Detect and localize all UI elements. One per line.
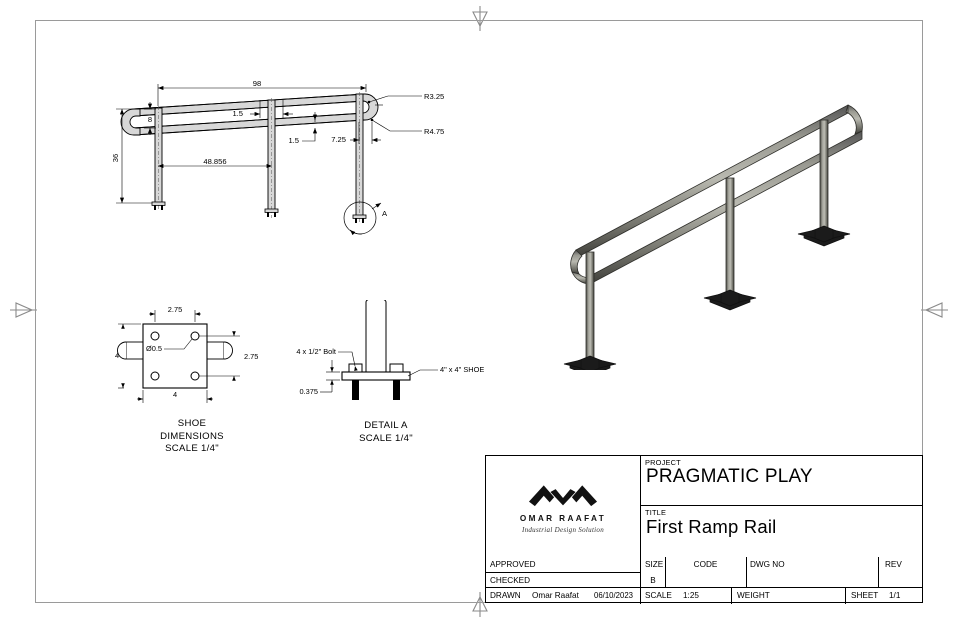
title-block-logo-cell: OMAR RAAFAT Industrial Design Solution: [486, 456, 641, 557]
isometric-3d-view: [563, 104, 863, 370]
annot-shoe: 4" x 4" SHOE: [440, 365, 484, 374]
dim-shoe-plate-height: 4: [115, 351, 119, 360]
divider-size: [665, 557, 666, 589]
checked-value: [566, 573, 641, 588]
rev-label: REV: [885, 560, 902, 569]
code-value: [665, 573, 746, 589]
project-cell: PROJECT PRAGMATIC PLAY: [641, 456, 922, 506]
checked-row: CHECKED: [486, 573, 640, 589]
dim-shoe-plate-width: 4: [173, 390, 177, 399]
shoe-label-line3: SCALE 1/4": [165, 443, 219, 455]
drawn-label: DRAWN: [490, 591, 521, 601]
dim-overall-length: 98: [253, 79, 261, 88]
dim-shoe-hole-dia: Ø0.5: [146, 344, 162, 353]
project-label: PROJECT: [645, 458, 681, 467]
checked-label: CHECKED: [490, 575, 531, 585]
logo-company-name: OMAR RAAFAT: [519, 514, 607, 523]
approved-value: [566, 557, 641, 572]
title-block-left-rows: APPROVED CHECKED DRAWN Omar Raafat 06/10…: [486, 557, 641, 604]
detail-callout-a: A: [382, 209, 388, 218]
dim-return-height: 8: [148, 115, 152, 124]
divider-dwgno: [878, 557, 879, 589]
detail-a-label-line2: SCALE 1/4": [359, 432, 413, 444]
weight-label: WEIGHT: [737, 591, 770, 601]
drawn-date: 06/10/2023: [594, 591, 634, 601]
center-mark-right: [921, 302, 948, 318]
annot-bolt: 4 x 1/2" Bolt: [296, 347, 336, 356]
title-block-right-rows: SIZE B CODE DWG NO REV SCALE 1:25 WEIGHT: [641, 557, 922, 604]
center-mark-bottom: [472, 592, 488, 617]
logo-tagline: Industrial Design Solution: [521, 526, 605, 534]
title-label: TITLE: [645, 508, 667, 517]
center-mark-top: [472, 6, 488, 31]
center-mark-left: [10, 302, 37, 318]
dim-rail-height: 36: [111, 154, 120, 162]
sheet-value: 1/1: [889, 591, 901, 601]
sheet-label: SHEET: [851, 591, 879, 601]
approved-row: APPROVED: [486, 557, 640, 573]
detail-a-label-line1: DETAIL A: [364, 420, 408, 431]
rail-elevation-view: .ol{stroke:#000;stroke-width:0.9;fill:no…: [111, 79, 444, 236]
divider-scale: [731, 588, 732, 604]
divider-weight: [845, 588, 846, 604]
detail-a-view: .dd{stroke:#000;stroke-width:0.6;fill:no…: [296, 300, 484, 400]
drawn-row: DRAWN Omar Raafat 06/10/2023: [486, 588, 640, 604]
divider-code: [746, 557, 747, 589]
detail-a-label: DETAIL A SCALE 1/4": [306, 420, 466, 445]
dim-plate-thickness: 0.375: [300, 387, 319, 396]
dim-shoe-bolt-spacing-v: 2.75: [244, 352, 258, 361]
title-value: First Ramp Rail: [646, 516, 777, 537]
dim-end-offset: 7.25: [331, 135, 346, 144]
approved-label: APPROVED: [490, 560, 536, 569]
shoe-label-line2: DIMENSIONS: [160, 430, 224, 442]
mountain-chevron-logo-icon: [528, 485, 598, 507]
dim-rail-gap-top: 1.5: [232, 109, 243, 118]
size-value: B: [650, 575, 656, 585]
weight-value: [781, 588, 841, 604]
dim-shoe-bolt-spacing-h: 2.75: [168, 305, 182, 314]
title-cell: TITLE First Ramp Rail: [641, 506, 922, 557]
dim-radius-outer: R4.75: [424, 127, 444, 136]
rev-value: [881, 573, 923, 589]
title-block: OMAR RAAFAT Industrial Design Solution P…: [485, 455, 923, 604]
dwg-no-label: DWG NO: [750, 560, 785, 569]
shoe-view-label: SHOE DIMENSIONS SCALE 1/4": [112, 418, 272, 456]
scale-value: 1:25: [683, 591, 699, 601]
code-label: CODE: [693, 560, 718, 569]
drawn-by: Omar Raafat: [532, 591, 579, 601]
dim-post-spacing: 48.856: [203, 157, 226, 166]
shoe-label-line1: SHOE: [177, 418, 207, 429]
project-value: PRAGMATIC PLAY: [646, 466, 813, 487]
scale-weight-sheet-row: SCALE 1:25 WEIGHT SHEET 1/1: [641, 588, 922, 604]
size-code-dwg-rev-row: SIZE B CODE DWG NO REV: [641, 557, 923, 589]
size-label: SIZE: [645, 560, 664, 569]
scale-label: SCALE: [645, 591, 672, 601]
shoe-dimensions-view: .sd{stroke:#000;stroke-width:0.6;fill:no…: [115, 305, 258, 403]
dim-radius-inner: R3.25: [424, 92, 444, 101]
drawing-frame: [35, 20, 923, 603]
dim-rail-gap-bottom: 1.5: [288, 136, 299, 145]
